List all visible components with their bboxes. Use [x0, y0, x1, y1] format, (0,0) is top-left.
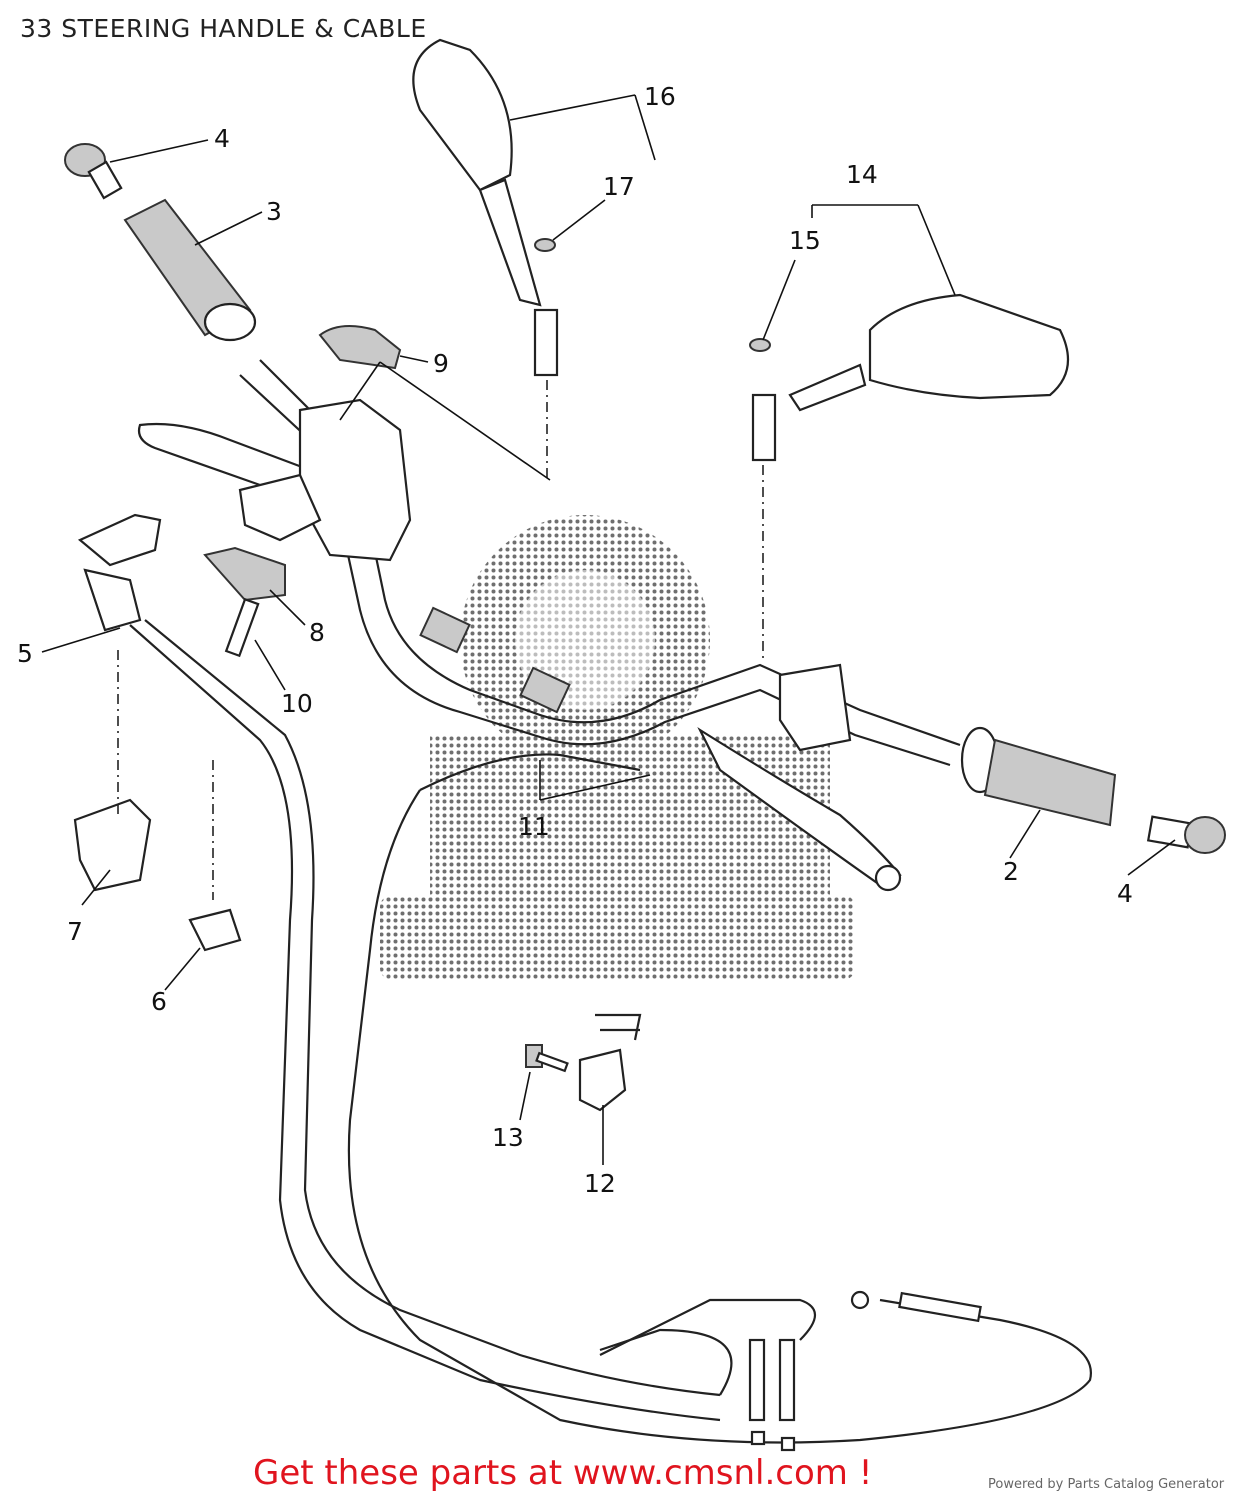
throttle-cables [129, 619, 817, 1422]
page-title: 33 STEERING HANDLE & CABLE [20, 14, 427, 43]
callout-6: 6 [151, 987, 167, 1016]
callout-9: 9 [433, 349, 449, 378]
handlebar [239, 359, 961, 767]
callout-13: 13 [492, 1123, 524, 1152]
screw [224, 597, 260, 658]
callout-12: 12 [584, 1169, 616, 1198]
callout-4-right: 4 [1117, 879, 1133, 908]
callout-7: 7 [67, 917, 83, 946]
watermark-logo: CMS www.cmsnl.com [380, 515, 855, 980]
callout-17: 17 [603, 172, 635, 201]
bolt [525, 1044, 569, 1073]
powered-by-text: Powered by Parts Catalog Generator [988, 1477, 1225, 1492]
clutch-cable [347, 753, 1092, 1444]
cable-holder [578, 1013, 642, 1112]
cable-guide [73, 798, 152, 892]
callout-labels: 2 3 4 4 5 6 7 8 9 10 11 12 13 14 15 16 1… [17, 82, 1133, 1198]
watermark-url: www.cmsnl.com [406, 919, 823, 973]
callout-8: 8 [309, 618, 325, 647]
bar-end-right [1146, 815, 1226, 854]
left-lever-assembly [137, 398, 412, 562]
get-parts-link[interactable]: Get these parts at www.cmsnl.com ! [253, 1453, 873, 1493]
callout-4-left: 4 [214, 124, 230, 153]
callout-5: 5 [17, 639, 33, 668]
bar-end-left [64, 143, 123, 200]
callout-16: 16 [644, 82, 676, 111]
callout-15: 15 [789, 226, 821, 255]
holder-lower [203, 546, 286, 602]
throttle-housing [77, 513, 162, 632]
leader-lines [41, 94, 1176, 1165]
right-mirror [749, 293, 1070, 660]
right-grip [960, 726, 1117, 827]
cable-clip [188, 908, 242, 952]
callout-10: 10 [281, 689, 313, 718]
right-switch-assembly [697, 663, 902, 892]
cable-adjusters [748, 1290, 982, 1452]
callout-14: 14 [846, 160, 878, 189]
holder-upper [318, 325, 402, 370]
left-grip [123, 198, 257, 342]
callout-2: 2 [1003, 857, 1019, 886]
callout-11: 11 [518, 812, 550, 841]
left-mirror [412, 38, 559, 480]
callout-3: 3 [266, 197, 282, 226]
